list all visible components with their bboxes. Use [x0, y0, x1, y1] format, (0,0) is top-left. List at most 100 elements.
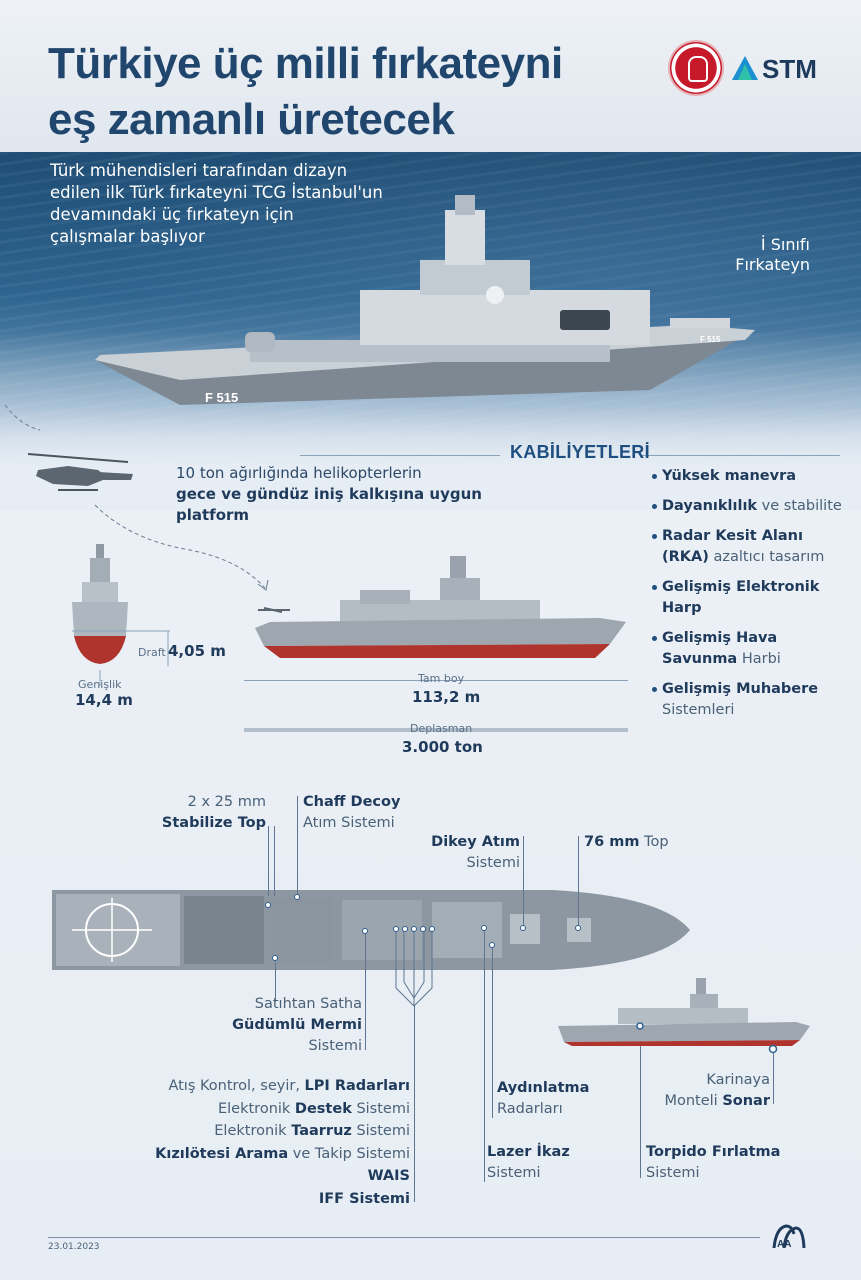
- leader-line: [274, 826, 275, 896]
- marker-dot: [429, 926, 435, 932]
- label-line-bold: Güdümlü Mermi: [232, 1017, 362, 1033]
- ship-class-line: İ Sınıfı: [760, 235, 810, 254]
- ship-class-label: İ Sınıfı Fırkateyn: [700, 235, 810, 275]
- footer-date: 23.01.2023: [48, 1242, 100, 1252]
- capability-rest: Sistemleri: [662, 702, 735, 718]
- intro-line: Türk mühendisleri tarafından dizayn: [50, 161, 348, 180]
- label-bold: Destek: [294, 1100, 352, 1117]
- defense-industry-seal-icon: [670, 42, 722, 94]
- label-line-bold: Dikey Atım: [431, 834, 520, 850]
- footer-rule: [48, 1237, 760, 1238]
- ship-side-view: [255, 556, 626, 658]
- capability-bold: Gelişmiş Muhabere: [662, 681, 819, 697]
- ship-front-view: [72, 544, 128, 664]
- label-rest: Elektronik: [214, 1123, 292, 1139]
- capability-bold: Yüksek manevra: [662, 468, 797, 484]
- capability-rest: Harbi: [737, 651, 781, 667]
- intro-line: edilen ilk Türk fırkateyni TCG İstanbul'…: [50, 183, 383, 202]
- label-line: Satıhtan Satha: [254, 996, 362, 1012]
- draft-label: Draft: [138, 646, 166, 659]
- marker-dot: [362, 928, 368, 934]
- leader-line: [414, 1006, 415, 1202]
- capability-item: Radar Kesit Alanı (RKA) azaltıcı tasarım: [652, 526, 852, 568]
- label-rest: Monteli: [664, 1093, 723, 1109]
- stm-logo-icon: [732, 56, 758, 80]
- capability-rest: ve stabilite: [757, 498, 842, 514]
- ship-side-view-small: [558, 978, 810, 1054]
- label-line: Atım Sistemi: [303, 815, 395, 831]
- leader-line: [484, 930, 485, 1182]
- label-line: Sistemi: [487, 1165, 541, 1181]
- capability-item: Yüksek manevra: [652, 466, 852, 487]
- intro-line: çalışmalar başlıyor: [50, 227, 205, 246]
- stm-logo-text: STM: [762, 54, 817, 84]
- width-value: 14,4 m: [75, 691, 133, 709]
- marker-dot: [294, 894, 300, 900]
- page-title: Türkiye üç milli fırkateyni eş zamanlı ü…: [48, 36, 648, 148]
- ship-deck-plan: [52, 890, 690, 970]
- label-rest: Top: [639, 834, 669, 850]
- capability-item: Dayanıklılık ve stabilite: [652, 496, 852, 517]
- label-bold: Taarruz: [291, 1123, 352, 1139]
- label-kizilotesi: Kızılötesi Arama ve Takip Sistemi: [100, 1143, 410, 1166]
- capability-item: Gelişmiş Muhabere Sistemleri: [652, 679, 852, 721]
- label-stabilize-top: 2 x 25 mm Stabilize Top: [150, 792, 266, 834]
- title-line-1: Türkiye üç milli fırkateyni: [48, 39, 563, 88]
- capabilities-rule-right: [640, 455, 840, 456]
- marker-dot: [393, 926, 399, 932]
- label-line: Karinaya: [706, 1072, 770, 1088]
- leader-line: [523, 836, 524, 926]
- label-line-bold: Stabilize Top: [161, 815, 266, 831]
- capability-bold: Radar Kesit Alanı (RKA): [662, 528, 803, 565]
- capabilities-list: Yüksek manevra Dayanıklılık ve stabilite…: [652, 466, 852, 730]
- label-line: Sistemi: [308, 1038, 362, 1054]
- label-line: Monteli Sonar: [650, 1091, 770, 1112]
- marker-dot: [402, 926, 408, 932]
- label-rest: Elektronik: [217, 1100, 295, 1117]
- label-bold: Kızılötesi Arama: [155, 1145, 289, 1162]
- capability-item: Gelişmiş Elektronik Harp: [652, 577, 852, 619]
- label-torpido: Torpido Fırlatma Sistemi: [646, 1142, 806, 1184]
- helipad-line-bold: gece ve gündüz iniş kalkışına uygun: [176, 485, 482, 503]
- leader-line: [275, 962, 276, 1002]
- length-label: Tam boy: [418, 672, 465, 685]
- label-line-bold: Lazer İkaz: [487, 1144, 570, 1160]
- label-76mm-top: 76 mm Top: [584, 832, 724, 853]
- agency-mark-text: AA: [777, 1239, 791, 1250]
- label-rest: Sistemi: [351, 1123, 410, 1139]
- label-dikey-atim: Dikey Atım Sistemi: [400, 832, 520, 874]
- displacement-label: Deplasman: [410, 722, 473, 735]
- leader-line: [773, 1048, 774, 1104]
- label-line: Sistemi: [466, 855, 520, 871]
- displacement-value: 3.000 ton: [402, 738, 483, 756]
- label-bold: Sonar: [722, 1093, 770, 1109]
- capabilities-title: KABİLİYETLERİ: [510, 442, 650, 462]
- label-sonar: Karinaya Monteli Sonar: [650, 1070, 770, 1112]
- marker-dot: [489, 942, 495, 948]
- label-taarruz: Elektronik Taarruz Sistemi: [100, 1120, 410, 1143]
- capabilities-rule-left: [300, 455, 500, 456]
- label-aydinlatma: Aydınlatma Radarları: [497, 1078, 617, 1120]
- label-iff: IFF Sistemi: [318, 1190, 410, 1207]
- helipad-line-bold: platform: [176, 506, 250, 524]
- helicopter-icon: [28, 453, 133, 491]
- label-rest: Sistemi: [351, 1100, 410, 1117]
- marker-dot: [272, 955, 278, 961]
- hero-hull-number: F 515: [205, 390, 238, 405]
- displacement-bar: [244, 728, 628, 732]
- label-line: Sistemi: [646, 1165, 700, 1181]
- flight-path-line: [4, 404, 269, 591]
- title-line-2: eş zamanlı üretecek: [48, 95, 455, 144]
- label-bold: LPI Radarları: [304, 1078, 410, 1094]
- capability-rest: azaltıcı tasarım: [708, 549, 825, 565]
- length-value: 113,2 m: [412, 688, 481, 706]
- label-lpi-radar: Atış Kontrol, seyir, LPI Radarları: [100, 1075, 410, 1098]
- label-line-bold: Chaff Decoy: [303, 794, 401, 810]
- ship-class-line: Fırkateyn: [735, 255, 810, 274]
- capability-bold: Dayanıklılık: [662, 498, 758, 514]
- marker-dot: [420, 926, 426, 932]
- helipad-description: 10 ton ağırlığında helikopterlerin gece …: [176, 463, 496, 526]
- marker-dot: [481, 925, 487, 931]
- capability-bold: Gelişmiş Hava Savunma: [662, 630, 778, 667]
- hero-frigate-illustration: F 515 F 515: [95, 195, 755, 405]
